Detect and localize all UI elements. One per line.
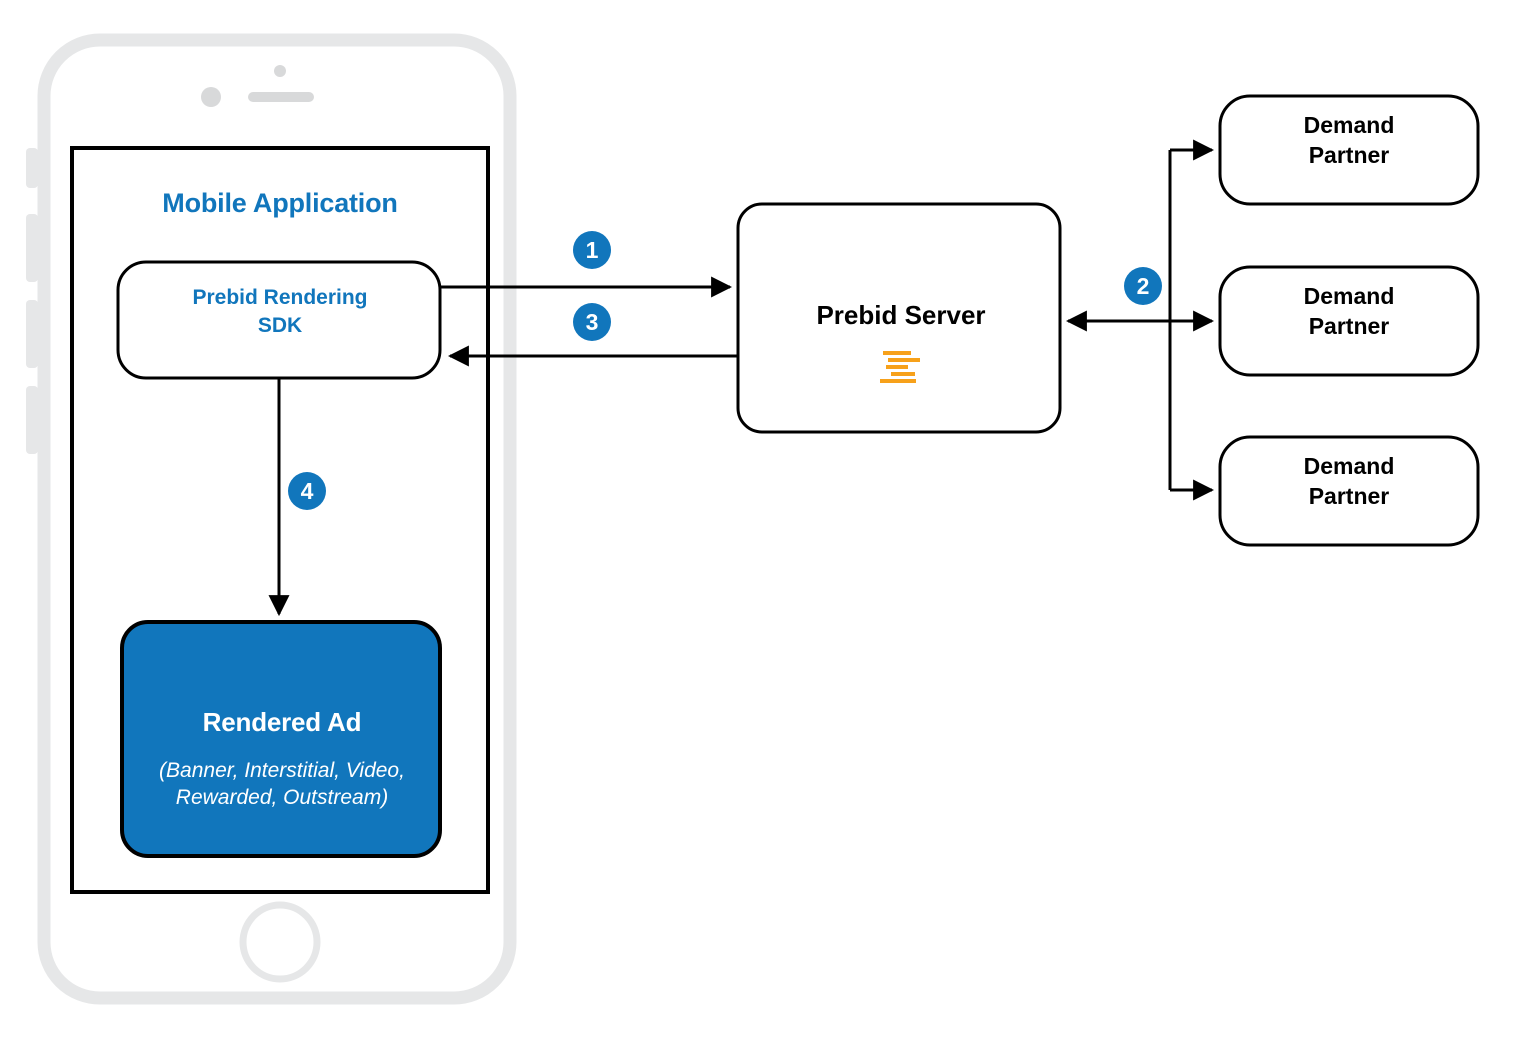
page-title-mobile-application: Mobile Application [162, 188, 398, 218]
step-badge-1: 1 [573, 231, 611, 269]
rendered-ad-label: Rendered Ad (Banner, Interstitial, Video… [124, 688, 440, 831]
prebid-logo-icon [872, 350, 930, 384]
rendered-ad-title: Rendered Ad [202, 706, 362, 737]
demand-partner-label-2: Demand Partner [1303, 283, 1395, 340]
rendered-ad-subtitle: (Banner, Interstitial, Video, Rewarded, … [159, 759, 405, 810]
step-badge-3: 3 [573, 303, 611, 341]
step-badge-4: 4 [288, 472, 326, 510]
demand-partner-label-1: Demand Partner [1303, 112, 1395, 169]
step-badge-2: 2 [1124, 267, 1162, 305]
demand-partner-label-3: Demand Partner [1303, 453, 1395, 510]
prebid-server-label: Prebid Server [816, 300, 986, 330]
smartphone-frame [26, 33, 517, 1005]
sdk-box-label: Prebid Rendering SDK [192, 286, 368, 337]
